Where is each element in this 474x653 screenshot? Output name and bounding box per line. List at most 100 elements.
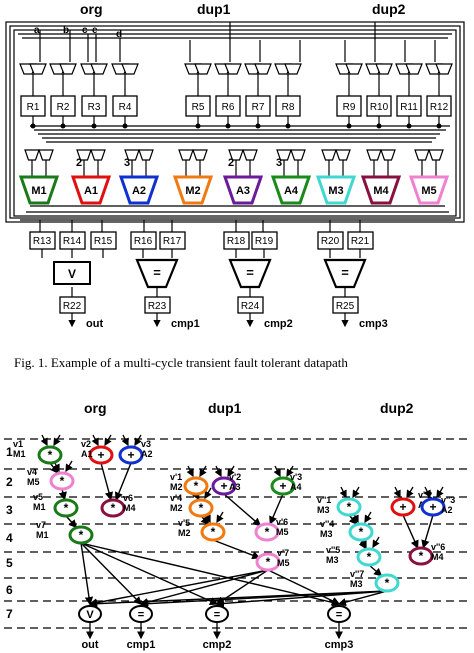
dfg-node-unit: A1 bbox=[81, 449, 93, 459]
step-number: 5 bbox=[6, 556, 13, 570]
dfg-check-edge bbox=[80, 542, 94, 606]
functional-unit bbox=[222, 175, 264, 205]
dfg-op-symbol: + bbox=[127, 448, 134, 462]
functional-unit-label: A3 bbox=[236, 185, 250, 197]
unit-mux bbox=[414, 149, 430, 161]
register-mux bbox=[345, 63, 363, 75]
register-label: R15 bbox=[94, 236, 113, 247]
dfg-node-unit: M4 bbox=[431, 552, 444, 562]
comparator-symbol: = bbox=[246, 265, 254, 280]
dfg-node-unit: M5 bbox=[277, 558, 290, 568]
register-label: R16 bbox=[134, 236, 153, 247]
dfg-node-id: v1 bbox=[13, 439, 23, 449]
dfg-input-edge bbox=[214, 465, 222, 478]
unit-mux bbox=[276, 149, 292, 161]
functional-unit-label: A2 bbox=[132, 185, 146, 197]
unit-mux bbox=[428, 149, 444, 161]
unit-mux bbox=[24, 149, 40, 161]
register-label: R10 bbox=[370, 102, 389, 113]
dfg-input-edge bbox=[273, 465, 281, 478]
dfg-input-edge bbox=[104, 434, 112, 447]
dfg-output-label: out bbox=[81, 639, 98, 651]
dfg-input-edge bbox=[121, 434, 129, 447]
unit-mux bbox=[138, 149, 154, 161]
dfg-node-unit: A2 bbox=[141, 449, 153, 459]
dfg-node-id: v'1 bbox=[170, 472, 182, 482]
dfg-input-edge bbox=[423, 486, 431, 499]
dfg-op-symbol: * bbox=[367, 550, 372, 564]
dfg-op-symbol: + bbox=[429, 500, 436, 514]
dfg-op-symbol: * bbox=[194, 479, 199, 493]
dfg-edge bbox=[212, 539, 261, 560]
header-dup1: dup1 bbox=[197, 1, 231, 17]
dfg-op-node bbox=[37, 445, 63, 465]
register-label: R9 bbox=[343, 102, 356, 113]
dfg-node-id: v'2 bbox=[229, 472, 241, 482]
output-label: cmp3 bbox=[359, 318, 388, 330]
dfg-check-symbol: = bbox=[214, 609, 220, 621]
functional-unit bbox=[18, 175, 60, 205]
dfg-op-node bbox=[88, 445, 114, 465]
input-b: b bbox=[63, 25, 69, 36]
dfg-node-unit: M3 bbox=[317, 505, 330, 515]
dfg-check-edge bbox=[80, 542, 341, 607]
dfg-node-unit: M3 bbox=[320, 529, 333, 539]
step-number: 4 bbox=[6, 531, 13, 545]
unit-mux bbox=[321, 149, 337, 161]
dfg-op-node bbox=[390, 497, 416, 517]
register-label: R1 bbox=[27, 102, 40, 113]
dfg-node-unit: M4 bbox=[123, 503, 136, 513]
dfg-op-node bbox=[188, 498, 214, 518]
dfg-node-unit: M2 bbox=[178, 528, 191, 538]
register-mux bbox=[405, 63, 423, 75]
dfg-header-dup1: dup1 bbox=[208, 400, 242, 416]
dfg-op-symbol: * bbox=[359, 525, 364, 539]
dfg-op-node bbox=[374, 573, 400, 593]
dfg-edge bbox=[58, 488, 67, 501]
dfg-op-node bbox=[68, 525, 94, 545]
register-label: R14 bbox=[63, 236, 82, 247]
dfg-edge bbox=[402, 514, 419, 549]
functional-unit-label: M3 bbox=[328, 185, 343, 197]
functional-unit-label: M4 bbox=[373, 185, 389, 197]
register-label: R7 bbox=[252, 102, 265, 113]
dfg-op-node bbox=[53, 498, 79, 518]
register-label: R13 bbox=[33, 236, 52, 247]
dfg-edge bbox=[368, 564, 383, 577]
dfg-node-id: v'3 bbox=[290, 472, 302, 482]
dfg-node-id: v''7 bbox=[350, 569, 364, 579]
step-number: 1 bbox=[6, 445, 13, 459]
dfg-op-node bbox=[255, 552, 281, 572]
dfg-op-node bbox=[118, 445, 144, 465]
dfg-input-edge bbox=[91, 434, 99, 447]
register-label: R24 bbox=[241, 301, 260, 312]
dfg-input-edge bbox=[53, 434, 61, 447]
dfg-input-edge bbox=[339, 486, 347, 499]
dfg-edge bbox=[269, 493, 284, 525]
register-label: R12 bbox=[430, 102, 449, 113]
unit-mux bbox=[366, 149, 382, 161]
register-mux bbox=[194, 63, 212, 75]
dfg-node-id: v''1 bbox=[317, 495, 331, 505]
dfg-op-node bbox=[254, 522, 280, 542]
dfg-check-edge bbox=[139, 590, 388, 608]
unit-mux bbox=[178, 149, 194, 161]
dfg-op-node bbox=[183, 476, 209, 496]
register-label: R17 bbox=[163, 236, 182, 247]
header-org: org bbox=[80, 1, 103, 17]
functional-unit bbox=[270, 175, 312, 205]
input-a: a bbox=[34, 25, 40, 36]
comparator bbox=[323, 258, 367, 289]
functional-unit-label: M2 bbox=[185, 185, 200, 197]
dfg-op-symbol: * bbox=[79, 528, 84, 542]
dfg-input-edge bbox=[204, 487, 212, 500]
dfg-op-symbol: * bbox=[385, 576, 390, 590]
register-mux bbox=[121, 63, 139, 75]
unit-output-wires bbox=[20, 205, 455, 232]
dfg-node-id: v'7 bbox=[277, 548, 289, 558]
functional-unit-label: A1 bbox=[84, 185, 98, 197]
unit-mux bbox=[242, 149, 258, 161]
dfg-node-id: v2 bbox=[81, 439, 91, 449]
